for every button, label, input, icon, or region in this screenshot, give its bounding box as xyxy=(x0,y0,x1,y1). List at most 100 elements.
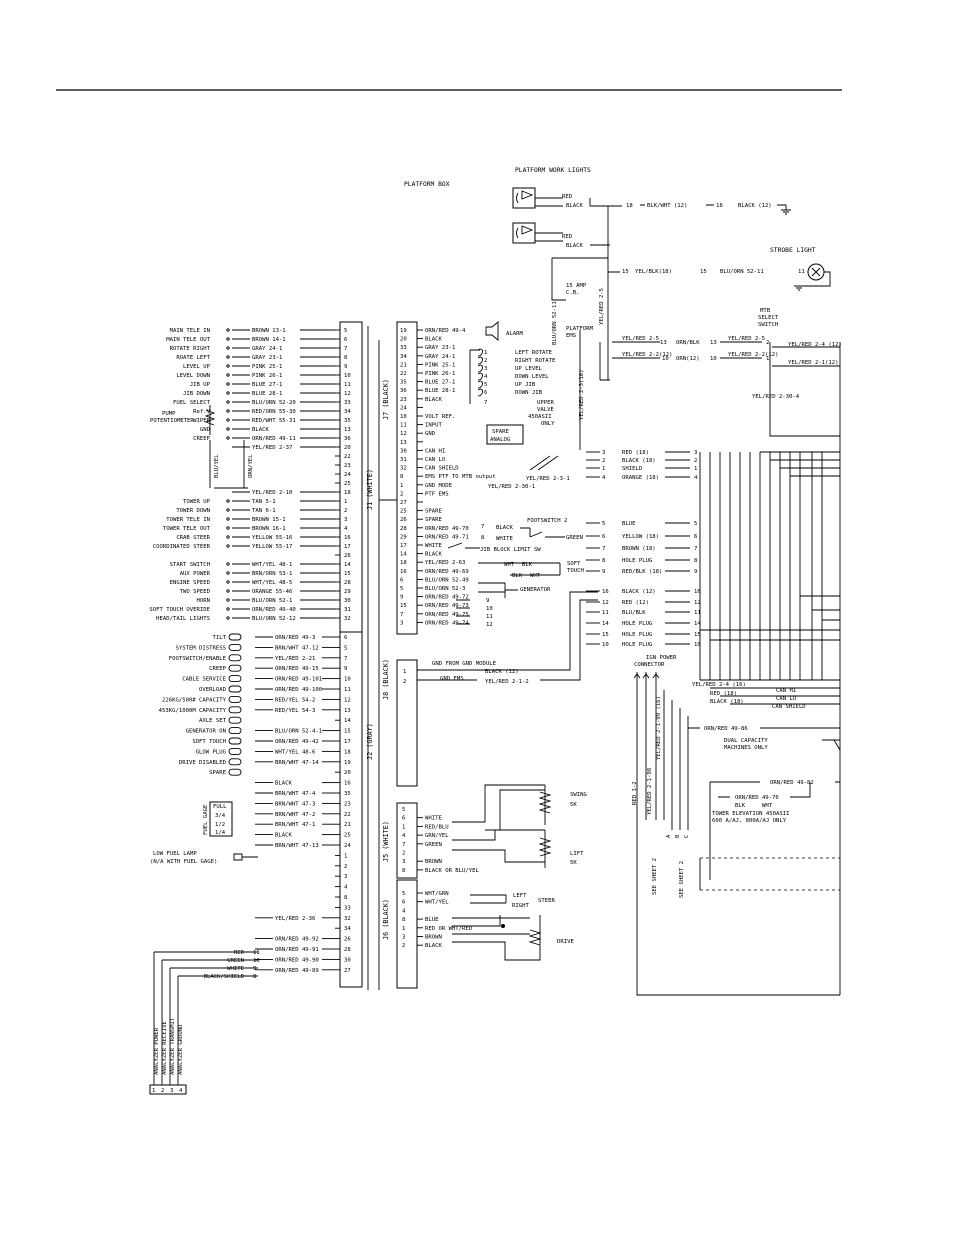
switch-contact xyxy=(226,328,230,332)
wl-wire-2: BLACK xyxy=(566,203,583,209)
j1-wire: GRAY 24-1 xyxy=(252,346,282,352)
j7-pin: 34 xyxy=(400,354,407,360)
j2-wire: ORN/RED 49-91 xyxy=(275,947,319,953)
svg-text:13: 13 xyxy=(710,340,717,346)
j2-wire: ORN/RED 49-101 xyxy=(275,677,322,683)
j7-pin: 12 xyxy=(400,431,407,437)
pump-pot-1: PUMP xyxy=(162,411,176,417)
j7-out-pin-right: 2 xyxy=(694,458,697,464)
svg-text:YEL/RED 2-1(12): YEL/RED 2-1(12) xyxy=(788,360,839,366)
j7-out-pin-right: 5 xyxy=(694,521,697,527)
j1-wire: YEL/RED 2-37 xyxy=(252,445,292,451)
j5-pin: 1 xyxy=(402,824,405,830)
strobe-wire-1: YEL/BLK(18) xyxy=(635,269,672,275)
j2-wire: ORN/RED 49-89 xyxy=(275,968,319,974)
wl-wire-black: BLACK (12) xyxy=(738,203,772,209)
j5-wire: RED/BLU xyxy=(425,824,449,830)
j1-wire: PINK 25-1 xyxy=(252,364,282,370)
j7-pin: 1 xyxy=(400,483,403,489)
j2-wire: BRN/WHT 47-13 xyxy=(275,843,319,849)
j7-out-pin: 16 xyxy=(602,589,609,595)
j1-wire: BROWN 13-1 xyxy=(252,328,286,334)
switch-contact xyxy=(226,400,230,404)
j7-wire: CAN LO xyxy=(425,457,446,463)
j6-wire: BROWN xyxy=(425,935,442,941)
label-j7: J7 (BLACK) xyxy=(382,379,390,420)
lamp-icon xyxy=(228,654,242,662)
j1-wire: BLU/ORN 52-20 xyxy=(252,400,296,406)
j7-out-pin-right: 11 xyxy=(694,610,701,616)
analyzer-pin-4: 4 xyxy=(179,1088,183,1094)
j7-out-wire: BLACK (18) xyxy=(622,458,656,464)
j7-wire: YEL/RED 2-63 xyxy=(425,560,465,566)
j1-wire: BLACK xyxy=(252,427,269,433)
j7-pin: 16 xyxy=(400,569,407,575)
j1-pin: 35 xyxy=(344,418,351,424)
j1-pin: 20 xyxy=(344,445,351,451)
wl-wire-4: BLACK xyxy=(566,243,583,249)
j6-pin: 8 xyxy=(402,917,406,923)
fs-black: BLACK xyxy=(496,525,513,531)
j7-out-wire: BLU/BLK xyxy=(622,610,646,616)
j2-wire: RED/YEL 54-2 xyxy=(275,697,315,703)
j1-pin: 22 xyxy=(344,454,351,460)
j8-pin-2: 2 xyxy=(403,679,406,685)
bus-can-hi: CAN HI xyxy=(776,688,796,694)
lamp-icon xyxy=(228,695,242,703)
analyzer-power: ANALYZER POWER xyxy=(154,1027,160,1075)
j7-pin: 17 xyxy=(400,543,407,549)
svg-text:YEL/RED 2-2(12): YEL/RED 2-2(12) xyxy=(728,352,779,358)
upper-valve-2: VALVE xyxy=(537,407,554,413)
j2-wire: ORN/RED 49-100 xyxy=(275,687,322,693)
j2-wire: YEL/RED 2-21 xyxy=(275,656,315,662)
j7-pin: 19 xyxy=(400,328,407,334)
j7-wire: BLACK xyxy=(425,552,442,558)
j2-pin: 20 xyxy=(344,770,351,776)
j2-pin: 13 xyxy=(344,708,351,714)
j1-func-label: TOWER DOWN xyxy=(176,508,210,514)
j7-wire: BLU/ORN 52-49 xyxy=(425,577,469,583)
j1-func-label: TOWER TELE OUT xyxy=(163,526,211,532)
lift-val: 5K xyxy=(570,860,577,866)
j7-out-pin: 10 xyxy=(602,642,609,648)
soft-touch-2: TOUCH xyxy=(567,568,584,574)
j1-func-label: CRAB STEER xyxy=(176,535,210,541)
j7-pin: 27 xyxy=(400,500,407,506)
j7-pin: 35 xyxy=(400,380,407,386)
j2-wire: BRN/WHT 47-4 xyxy=(275,791,316,797)
j2-func-label: DRIVE DISABLED xyxy=(179,760,227,766)
j2-func-label: SYSTEM DISTRESS xyxy=(175,645,226,651)
alarm-icon xyxy=(485,321,499,341)
j2-wire: BRN/WHT 47-14 xyxy=(275,760,319,766)
j2-pin: 35 xyxy=(344,791,351,797)
switch-contact xyxy=(226,355,230,359)
func-left-rotate: LEFT ROTATE xyxy=(515,350,553,356)
j1-func-label: TWO SPEED xyxy=(180,589,211,595)
j2-pin: 24 xyxy=(344,843,351,849)
j5-wire: BLACK OR BLU/YEL xyxy=(425,868,480,874)
j2-wire: ORN/RED 49-15 xyxy=(275,666,319,672)
switch-contact xyxy=(226,607,230,611)
j7-pin: 10 xyxy=(400,414,407,420)
j2-pin: 8 xyxy=(344,895,348,901)
fuel-14: 1/4 xyxy=(215,830,226,836)
mtb-label-1: MTB xyxy=(760,308,771,314)
analyzer-wire-color: WHITE xyxy=(227,966,244,972)
j7-out-pin-right: 4 xyxy=(694,475,698,481)
j7-wire: PINK 25-1 xyxy=(425,362,455,368)
generator-label: GENERATOR xyxy=(520,587,551,593)
j7-out-wire: BLACK (12) xyxy=(622,589,656,595)
j2-pin: 1 xyxy=(344,853,347,859)
platform-box-title: PLATFORM BOX xyxy=(404,181,450,188)
abc-c: C xyxy=(684,835,690,838)
j7-pin: 33 xyxy=(400,345,407,351)
j1-pin: 16 xyxy=(344,535,351,541)
j7-out-wire: HOLE PLUG xyxy=(622,632,653,638)
j7-out-pin-right: 12 xyxy=(694,600,701,606)
j7-pin: 11 xyxy=(400,423,407,429)
j7-pin: 7 xyxy=(400,612,403,618)
j2-wire: ORN/RED 49-3 xyxy=(275,635,315,641)
switch-contact xyxy=(226,580,230,584)
j7-pin: 30 xyxy=(400,448,407,454)
j2-pin: 4 xyxy=(344,885,348,891)
